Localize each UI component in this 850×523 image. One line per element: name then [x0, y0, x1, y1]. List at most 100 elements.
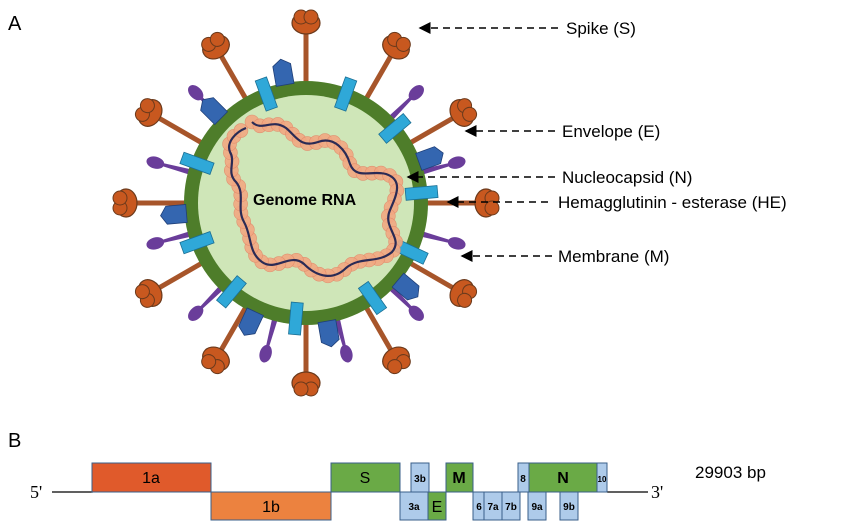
spike-protein: [358, 31, 411, 109]
spike-stalk: [155, 114, 212, 151]
callout-nucleocapsid: Nucleocapsid (N): [406, 168, 692, 187]
nucleocapsid-label: Nucleocapsid (N): [562, 168, 692, 187]
gene-M-label: M: [452, 470, 465, 487]
membrane-protein: [404, 185, 439, 201]
gene-7b-label: 7b: [505, 502, 517, 513]
spike-protein: [201, 297, 254, 375]
gene-S-label: S: [360, 470, 371, 487]
spike-stalk: [400, 255, 457, 292]
he-protein: [160, 204, 188, 225]
envelope-protein: [146, 229, 196, 250]
spike-head-lobe: [484, 200, 500, 216]
membrane-protein: [288, 301, 304, 336]
spike-head-lobe: [112, 190, 128, 206]
callout-envelope: Envelope (E): [464, 122, 660, 141]
spike-protein: [400, 255, 478, 308]
spike-head-lobe: [134, 284, 150, 300]
gene-1b-block: [210, 491, 332, 521]
gene-1b-label: 1b: [262, 499, 280, 516]
envelope-protein: [416, 229, 466, 250]
panel-b-label: B: [8, 430, 21, 452]
envelope-head: [146, 156, 165, 169]
spike-protein: [134, 98, 212, 151]
envelope-head: [447, 237, 466, 250]
gene-3b-label: 3b: [414, 474, 426, 485]
gene-9a-label: 9a: [531, 502, 543, 513]
envelope-head: [259, 344, 272, 363]
spike-head-lobe: [462, 106, 478, 122]
gene-E-block: [427, 491, 447, 521]
gene-10-label: 10: [598, 475, 607, 484]
genome-map: 1a 1b S 3b 3a E M 6 7a 7b 8 9a N: [91, 462, 608, 521]
spike-protein: [291, 9, 321, 93]
envelope-stalk: [416, 229, 452, 244]
gene-8-label: 8: [520, 474, 526, 485]
spike-stalk: [217, 52, 254, 109]
spike-stalk: [303, 313, 309, 375]
envelope-head: [340, 344, 353, 363]
spike-stalk: [303, 31, 309, 93]
envelope-protein: [259, 313, 280, 363]
spike-stalk: [358, 52, 395, 109]
virion-diagram: Genome RNA: [112, 9, 500, 397]
spike-label: Spike (S): [566, 19, 636, 38]
envelope-protein: [146, 156, 196, 177]
membrane-proteins: [179, 76, 439, 336]
spike-head-lobe: [457, 292, 473, 308]
callout-he: Hemagglutinin - esterase (HE): [446, 193, 787, 212]
spike-protein: [291, 313, 321, 397]
envelope-stalk: [265, 313, 280, 349]
he-protein: [200, 97, 229, 126]
envelope-stalk: [160, 162, 196, 177]
membrane-protein: [357, 280, 388, 316]
spike-stalk: [217, 297, 254, 354]
gene-9b-label: 9b: [563, 502, 575, 513]
envelope-head: [408, 85, 424, 101]
envelope-head: [188, 85, 204, 101]
five-prime-label: 5': [30, 482, 42, 502]
envelope-head: [408, 305, 424, 321]
he-label: Hemagglutinin - esterase (HE): [558, 193, 787, 212]
gene-M-block: [445, 462, 474, 493]
spike-stalk: [155, 255, 212, 292]
spike-head-lobe: [139, 98, 155, 114]
gene-S-block: [330, 462, 401, 493]
he-protein: [272, 58, 295, 87]
he-protein: [391, 272, 420, 301]
membrane-label: Membrane (M): [558, 247, 669, 266]
he-protein: [317, 319, 340, 348]
three-prime-label: 3': [651, 482, 663, 502]
envelope-head: [447, 156, 466, 169]
envelope-label: Envelope (E): [562, 122, 660, 141]
genome-length-label: 29903 bp: [695, 463, 766, 482]
spike-head-lobe: [201, 354, 217, 370]
spike-head-lobe: [387, 359, 403, 375]
callout-membrane: Membrane (M): [460, 247, 669, 266]
gene-N-label: N: [557, 470, 569, 487]
gene-N-block: [528, 462, 598, 493]
spike-stalk: [134, 200, 196, 206]
spike-stalk: [400, 114, 457, 151]
genome-rna-strand: [228, 121, 399, 277]
gene-E-label: E: [432, 499, 443, 516]
gene-1a-block: [91, 462, 212, 493]
spike-protein: [134, 255, 212, 308]
gene-1a-label: 1a: [142, 470, 160, 487]
spike-proteins: [112, 9, 500, 397]
envelope-head: [188, 305, 204, 321]
he-proteins: [160, 58, 444, 348]
panel-a-label: A: [8, 13, 22, 35]
envelope-head: [146, 237, 165, 250]
he-protein: [238, 307, 264, 336]
gene-7b-block: [501, 491, 521, 521]
spike-protein: [112, 188, 196, 218]
membrane-protein: [179, 231, 215, 255]
membrane-protein: [215, 275, 247, 309]
membrane-protein: [378, 112, 412, 144]
envelope-protein: [416, 156, 466, 177]
gene-3a-label: 3a: [408, 502, 420, 513]
gene-7a-label: 7a: [487, 502, 499, 513]
membrane-protein: [334, 76, 358, 112]
spike-head-lobe: [303, 9, 319, 25]
